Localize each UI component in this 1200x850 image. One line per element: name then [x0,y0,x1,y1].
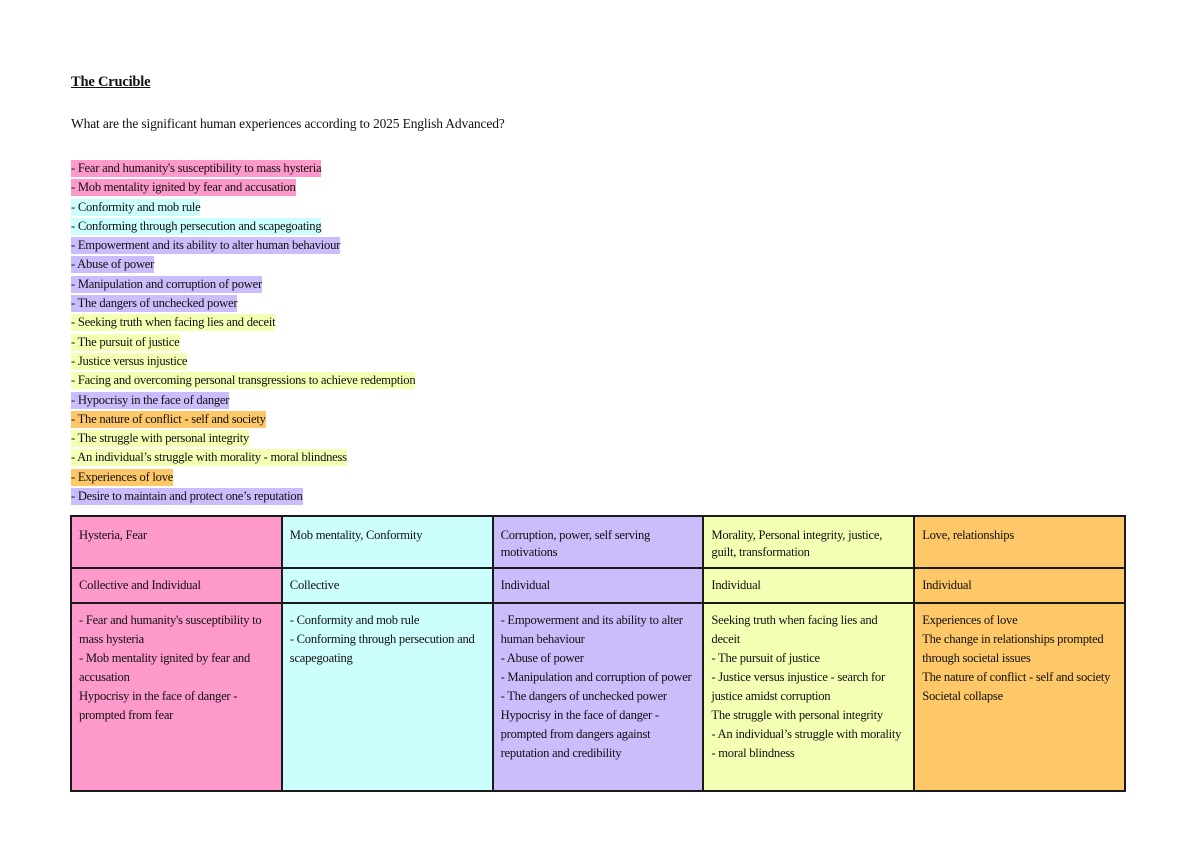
theme-item: - The pursuit of justice [71,333,180,351]
theme-item: - The dangers of unchecked power [71,295,238,313]
scope-cell: Collective [280,567,494,604]
experiences-cell: Seeking truth when facing lies and decei… [702,602,916,792]
theme-list: - Fear and humanity's susceptibility to … [71,159,416,506]
theme-item: - Abuse of power [71,256,155,274]
theme-table: Hysteria, Fear Mob mentality, Conformity… [70,515,1126,792]
experiences-cell: - Empowerment and its ability to alter h… [491,602,705,792]
heading-cell-love: Love, relationships [913,515,1126,569]
table-row-scope: Collective and Individual Collective Ind… [70,567,1126,604]
table-row-experiences: - Fear and humanity's susceptibility to … [70,602,1126,792]
scope-cell: Collective and Individual [70,567,283,604]
theme-item: - Manipulation and corruption of power [71,275,262,293]
heading-cell-corruption: Corruption, power, self serving motivati… [491,515,705,569]
theme-item: - Hypocrisy in the face of danger [71,391,230,409]
theme-item: - Facing and overcoming personal transgr… [71,372,416,390]
experiences-cell: - Conformity and mob rule - Conforming t… [280,602,494,792]
theme-item: - Desire to maintain and protect one’s r… [71,488,303,506]
heading-cell-morality: Morality, Personal integrity, justice, g… [702,515,916,569]
page-title: The Crucible [71,74,151,90]
theme-item: - The struggle with personal integrity [71,430,250,448]
theme-item: - Conformity and mob rule [71,198,201,216]
theme-item: - Empowerment and its ability to alter h… [71,237,341,255]
guiding-question: What are the significant human experienc… [71,116,505,131]
theme-item: - Justice versus injustice [71,352,188,370]
experiences-cell: Experiences of love The change in relati… [913,602,1126,792]
theme-item: - Conforming through persecution and sca… [71,217,322,235]
theme-item: - An individual’s struggle with morality… [71,449,347,467]
theme-item: - Mob mentality ignited by fear and accu… [71,179,296,197]
theme-item: - Seeking truth when facing lies and dec… [71,314,276,332]
theme-item: - Experiences of love [71,468,174,486]
scope-cell: Individual [491,567,705,604]
heading-cell-mob-mentality: Mob mentality, Conformity [280,515,494,569]
experiences-cell: - Fear and humanity's susceptibility to … [70,602,283,792]
scope-cell: Individual [702,567,916,604]
table-row-headings: Hysteria, Fear Mob mentality, Conformity… [70,515,1126,569]
theme-item: - The nature of conflict - self and soci… [71,410,266,428]
scope-cell: Individual [913,567,1126,604]
theme-item: - Fear and humanity's susceptibility to … [71,160,322,177]
heading-cell-hysteria: Hysteria, Fear [70,515,283,569]
